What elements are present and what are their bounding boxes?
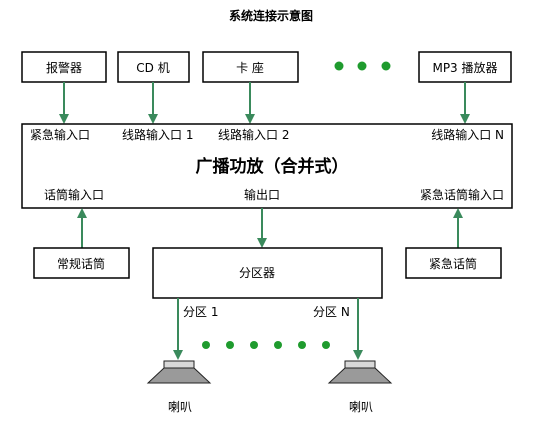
arrow-normal-mic [77, 208, 87, 248]
zoner-label: 分区器 [239, 266, 275, 280]
mp3-player-box [418, 51, 512, 83]
dot [357, 61, 367, 71]
ellipsis-dots-top [334, 61, 391, 71]
dot [334, 61, 344, 71]
cd-player-label: CD 机 [136, 61, 169, 75]
alarm-box [21, 51, 107, 83]
line-input-n-label: 线路输入口 N [431, 127, 504, 142]
diagram-title: 系统连接示意图 [229, 8, 313, 23]
speaker-1-icon [146, 360, 212, 384]
normal-mic-label: 常规话筒 [57, 256, 105, 271]
line-input-1-label: 线路输入口 1 [122, 127, 193, 142]
emergency-mic-box [405, 247, 502, 279]
alarm-label: 报警器 [46, 60, 82, 75]
dot [274, 341, 282, 349]
dot [226, 341, 234, 349]
normal-mic-box [33, 247, 130, 279]
arrow-mp3 [460, 82, 470, 124]
mic-input-label: 话筒输入口 [44, 187, 104, 202]
mp3-player-label: MP3 播放器 [432, 60, 497, 75]
zone-1-label: 分区 1 [183, 305, 218, 319]
arrow-output [257, 208, 267, 248]
deck-label: 卡 座 [236, 60, 264, 75]
dot [202, 341, 210, 349]
arrow-deck [245, 82, 255, 124]
speaker-1-label: 喇叭 [168, 399, 192, 414]
emergency-mic-input-label: 紧急话筒输入口 [420, 187, 504, 202]
line-input-2-label: 线路输入口 2 [218, 127, 289, 142]
dot [298, 341, 306, 349]
arrow-alarm [59, 82, 69, 124]
arrow-zone-n [353, 298, 363, 360]
dot [250, 341, 258, 349]
arrow-zone-1 [173, 298, 183, 360]
arrow-emergency-mic [453, 208, 463, 248]
emergency-input-label: 紧急输入口 [30, 127, 90, 142]
zone-n-label: 分区 N [313, 305, 350, 319]
emergency-mic-label: 紧急话筒 [429, 256, 477, 271]
arrow-cd [148, 82, 158, 124]
output-label: 输出口 [244, 187, 280, 202]
amplifier-name: 广播功放（合并式） [196, 156, 349, 177]
zoner-box [152, 247, 383, 299]
speaker-n-label: 喇叭 [349, 399, 373, 414]
dot [322, 341, 330, 349]
ellipsis-dots-bottom [202, 341, 330, 349]
speaker-n-icon [327, 360, 393, 384]
amplifier-box [21, 123, 513, 209]
dot [381, 61, 391, 71]
